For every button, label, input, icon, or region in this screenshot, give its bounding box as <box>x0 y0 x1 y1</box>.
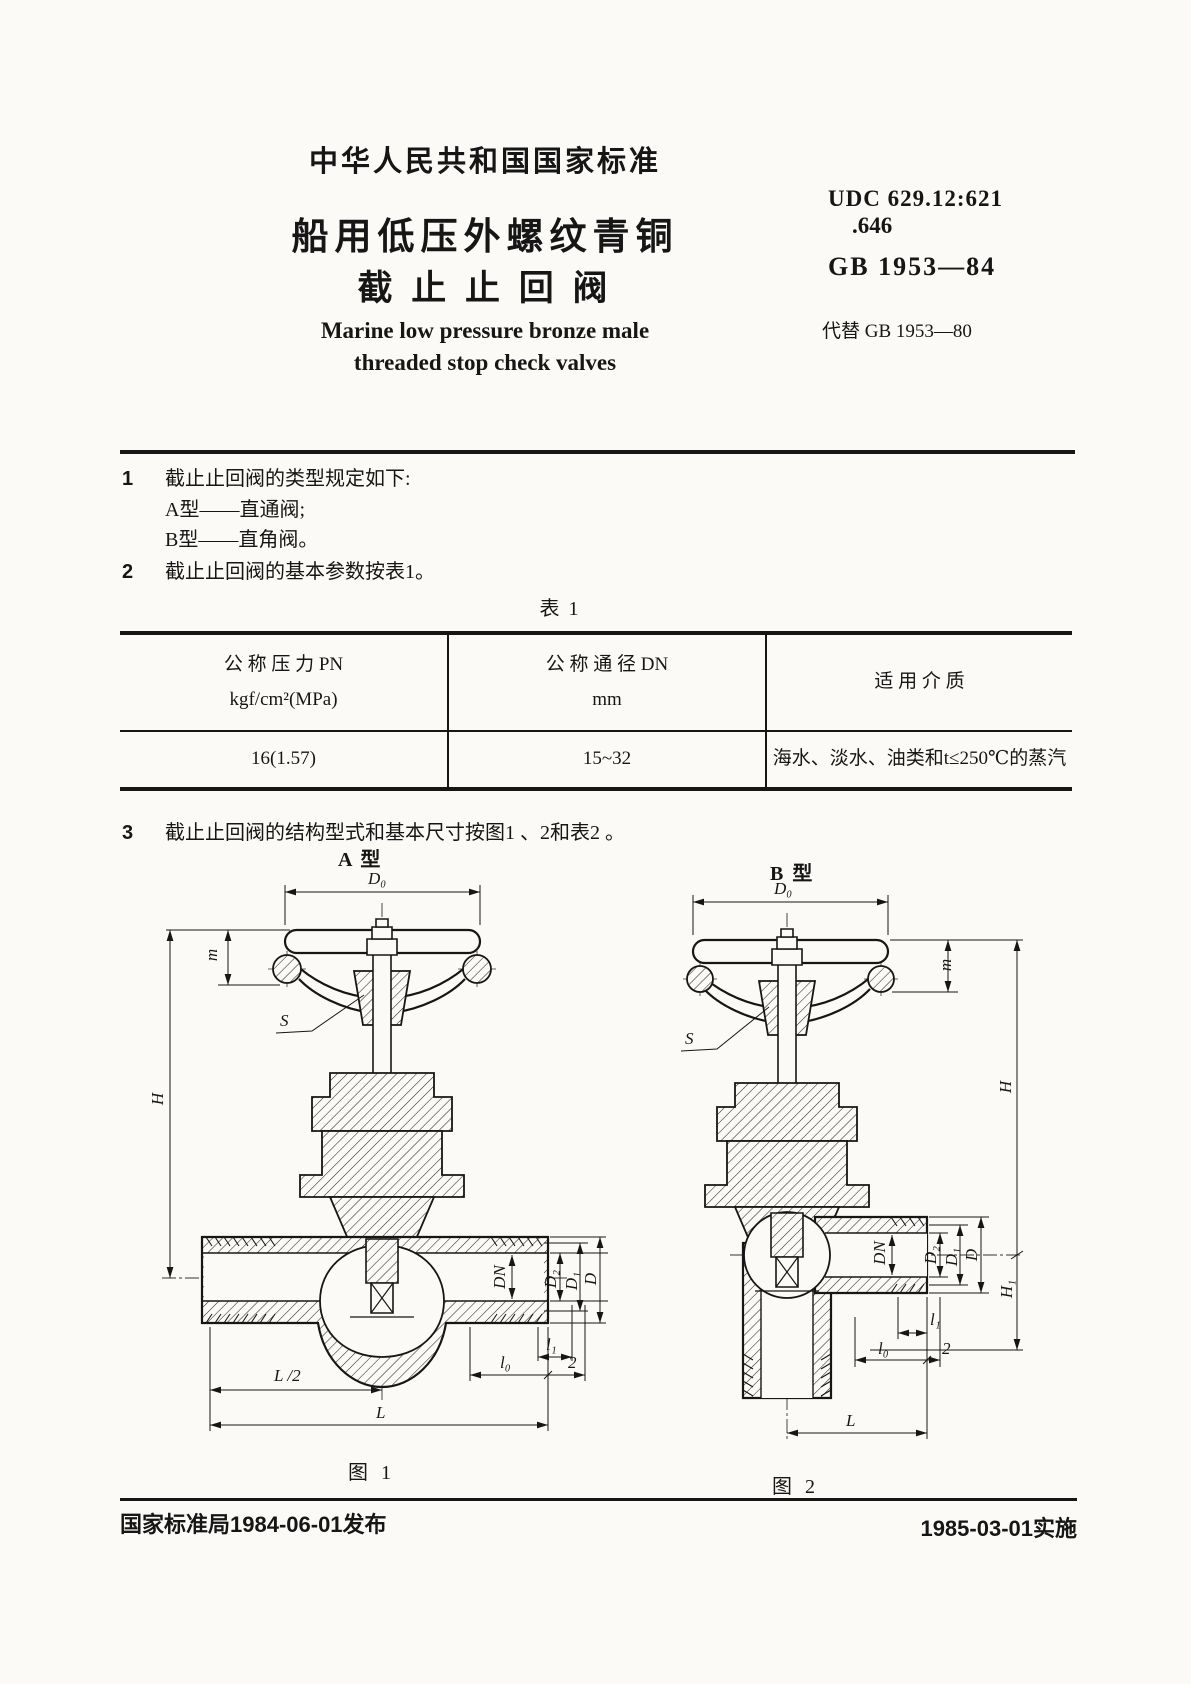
figure1-dim-l0: l₀ <box>500 1353 511 1372</box>
table1-cell-medium: 海水、淡水、油类和t≤250℃的蒸汽 <box>772 748 1067 770</box>
header-rule <box>120 450 1075 454</box>
figure1-valve-body <box>202 1237 548 1387</box>
table1-header-pn-line1: 公 称 压 力 PN <box>223 654 344 676</box>
table1-caption: 表 1 <box>539 598 581 620</box>
figure1-dim-dn: DN <box>489 1265 509 1289</box>
table1-header-medium-line1: 适 用 介 质 <box>874 671 965 693</box>
figure2-dim-l1: l₁ <box>930 1310 941 1329</box>
figure2-caption: 图 2 <box>772 1476 819 1498</box>
figure2-thread-marks <box>743 1217 924 1396</box>
clause-1-text: 截止止回阀的类型规定如下: <box>165 468 411 490</box>
figure1-dim-l-half: L /2 <box>274 1366 301 1385</box>
footer-rule <box>120 1498 1077 1501</box>
figure2-dim-l0: l₀ <box>878 1339 889 1358</box>
clause-3-number: 3 <box>122 822 134 844</box>
title-en-line2: threaded stop check valves <box>353 350 617 375</box>
table1-header-divider <box>120 730 1072 732</box>
figure2-valve-body <box>743 1212 927 1398</box>
clause-1-number: 1 <box>122 468 134 490</box>
figure2-drawing <box>640 855 1110 1467</box>
figure1-dim-two: 2 <box>568 1353 577 1372</box>
table1-cell-pn: 16(1.57) <box>120 732 449 787</box>
figure2-dim-m: m <box>936 958 956 972</box>
clause-3-text: 截止止回阀的结构型式和基本尺寸按图1 、2和表2 。 <box>165 822 625 844</box>
replaces-note: 代替 GB 1953—80 <box>822 321 972 342</box>
figure1-dim-l: L <box>376 1403 386 1422</box>
figure2-dim-h1: H₁ <box>997 1279 1017 1299</box>
table1-cell-dn: 15~32 <box>449 732 767 787</box>
figure1-dim-l1: l₁ <box>546 1335 557 1354</box>
table1-header-dn: 公 称 通 径 DN mm <box>449 635 767 730</box>
clause-1-item-a: A型——直通阀; <box>165 499 305 521</box>
title-cn-line2: 截 止 止 回 阀 <box>357 269 613 308</box>
national-standard-header: 中华人民共和国国家标准 <box>308 146 661 178</box>
figure1-dim-d: D <box>581 1272 601 1286</box>
figure1-dim-m: m <box>202 948 222 962</box>
figure2-dim-d0: D₀ <box>774 879 793 898</box>
figure1-dim-d0: D₀ <box>368 869 387 888</box>
clause-1-item-b: B型——直角阀。 <box>165 529 319 551</box>
udc-number-line2: .646 <box>852 213 893 238</box>
table1-data-row: 16(1.57) 15~32 海水、淡水、油类和t≤250℃的蒸汽 <box>120 732 1072 787</box>
table1-header-dn-line2: mm <box>592 688 622 710</box>
figure1-thread-marks <box>206 1237 542 1323</box>
figure2-dimension-lines <box>681 895 1023 1439</box>
figure2-dim-s: S <box>685 1029 694 1048</box>
figure1-drawing <box>140 845 610 1457</box>
table1-header-dn-line1: 公 称 通 径 DN <box>545 654 669 676</box>
figure2-dim-d1: D₁ <box>942 1247 962 1267</box>
figure1-dimension-lines <box>166 885 608 1431</box>
figure1-type-a-valve: A 型 D₀ m S H DN D₂ D₁ D l₁ l₀ 2 L /2 L <box>140 845 610 1457</box>
table1-header-pn-line2: kgf/cm²(MPa) <box>229 688 338 710</box>
clause-1: 1 截止止回阀的类型规定如下: <box>122 462 411 491</box>
footer-issued: 国家标准局1984-06-01发布 <box>120 1512 387 1537</box>
udc-number-line1: UDC 629.12:621 <box>828 186 1003 211</box>
figure2-dim-l: L <box>846 1411 856 1430</box>
figure1-caption: 图 1 <box>348 1462 395 1484</box>
figure2-bonnet <box>705 1083 869 1249</box>
title-cn-line1: 船用低压外螺纹青铜 <box>291 217 679 258</box>
figure2-dim-h: H <box>996 1080 1016 1094</box>
figure2-dim-d: D <box>962 1248 982 1262</box>
table1-header-pn: 公 称 压 力 PN kgf/cm²(MPa) <box>120 635 449 730</box>
footer-effective: 1985-03-01实施 <box>920 1516 1077 1541</box>
clause-2-text: 截止止回阀的基本参数按表1。 <box>165 561 435 583</box>
figure1-dim-s: S <box>280 1011 289 1030</box>
clause-2-number: 2 <box>122 561 134 583</box>
table1-header-medium: 适 用 介 质 <box>767 635 1072 730</box>
title-en-line1: Marine low pressure bronze male <box>320 318 650 343</box>
figure1-dim-d2: D₂ <box>541 1269 561 1289</box>
figure2-type-b-valve: B 型 D₀ m S H H₁ DN D₂ D₁ D l₁ l₀ 2 L <box>640 855 1110 1467</box>
clause-3: 3 截止止回阀的结构型式和基本尺寸按图1 、2和表2 。 <box>122 816 625 845</box>
standard-number: GB 1953—84 <box>828 252 997 281</box>
figure2-dim-dn: DN <box>869 1241 889 1265</box>
figure2-dim-two: 2 <box>942 1339 951 1358</box>
figure2-type-label: B 型 <box>770 863 815 885</box>
figure1-type-label: A 型 <box>338 849 383 871</box>
table1-header-row: 公 称 压 力 PN kgf/cm²(MPa) 公 称 通 径 DN mm 适 … <box>120 635 1072 730</box>
clause-2: 2 截止止回阀的基本参数按表1。 <box>122 555 435 584</box>
figure1-dim-d1: D₁ <box>562 1271 582 1291</box>
figure1-dim-h: H <box>148 1092 168 1106</box>
figure1-bonnet <box>300 1073 464 1239</box>
table1: 公 称 压 力 PN kgf/cm²(MPa) 公 称 通 径 DN mm 适 … <box>120 631 1072 791</box>
figure2-dim-d2: D₂ <box>921 1245 941 1265</box>
